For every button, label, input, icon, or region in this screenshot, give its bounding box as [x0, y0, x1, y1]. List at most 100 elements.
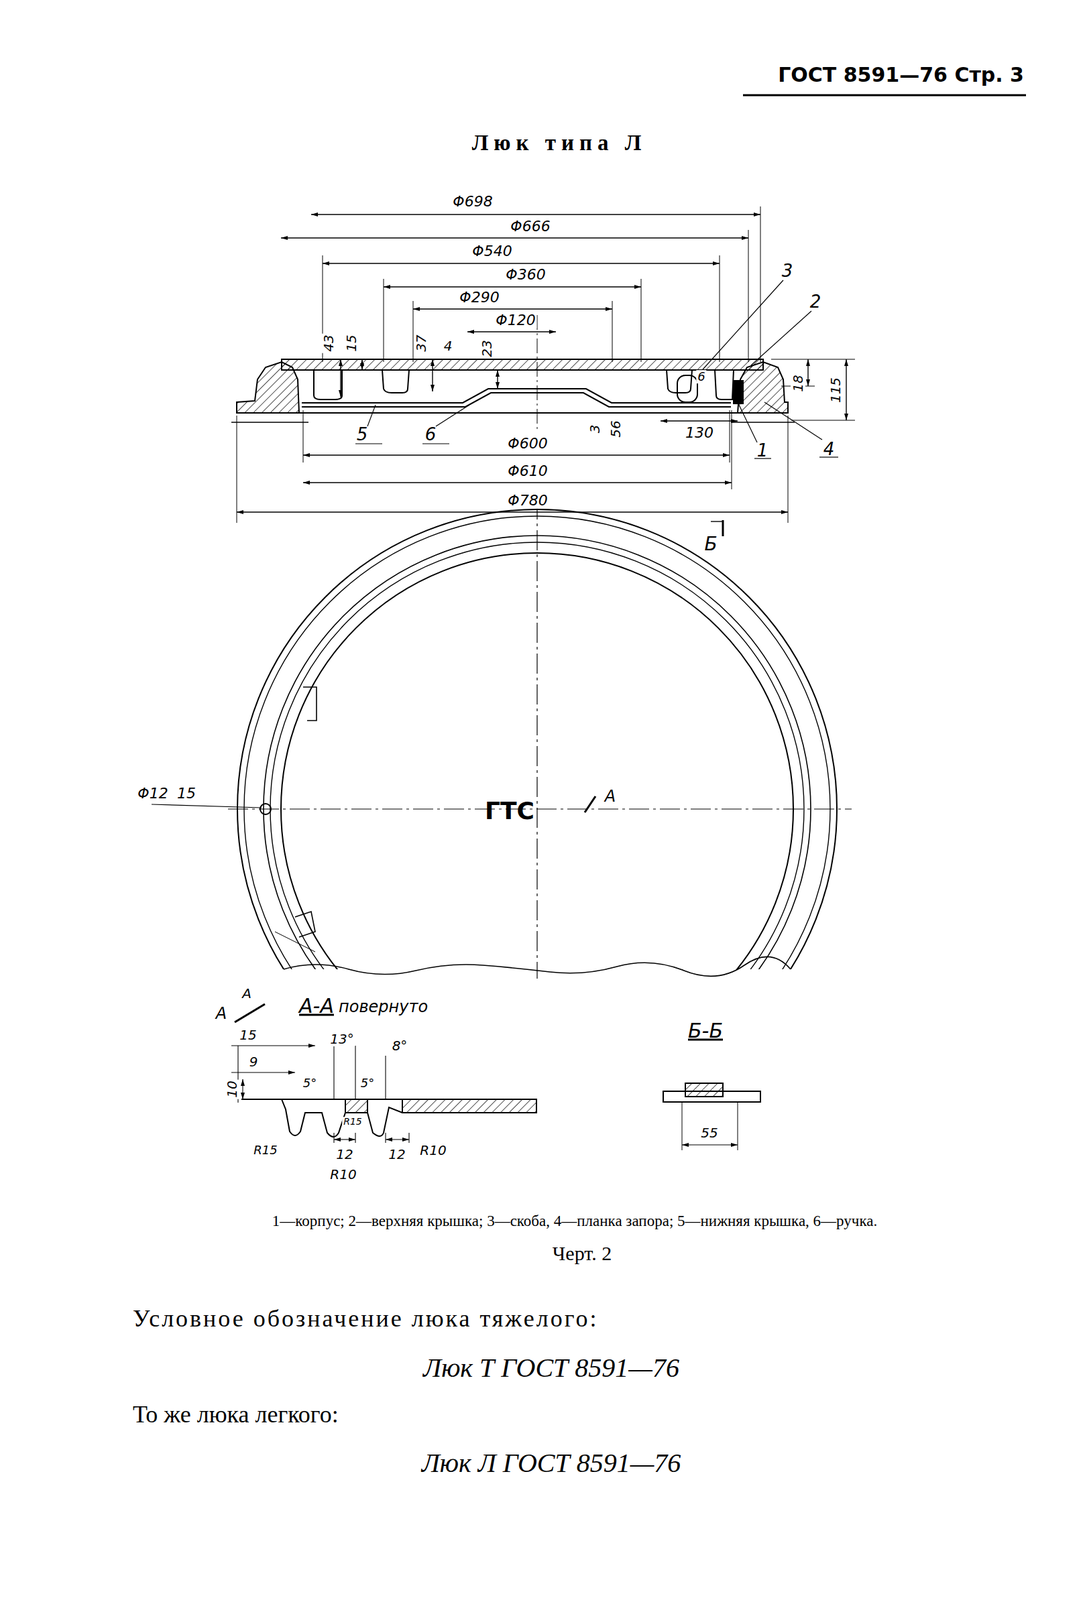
drawing-line [236, 511, 788, 513]
drawing-line [729, 410, 731, 463]
dimension-label: 15 [344, 333, 359, 353]
section-a-a [241, 1099, 537, 1138]
drawing-line [722, 520, 725, 537]
drawing-line [697, 280, 784, 376]
drawing-line [743, 94, 1026, 97]
callout-number: 5 [356, 425, 369, 445]
drawing-line [303, 454, 730, 456]
drawing-line [385, 1139, 410, 1140]
dimension-label: 6 [696, 370, 707, 384]
drawing-line [260, 804, 271, 815]
drawing-line [354, 1046, 356, 1100]
angle-label: 5° [359, 1076, 376, 1091]
drawing-line [227, 808, 852, 810]
drawing-line [737, 1103, 739, 1151]
callout-number: 1 [757, 441, 769, 461]
drawing-line [236, 415, 238, 524]
drawing-line [764, 402, 823, 440]
drawing-line [295, 911, 316, 938]
radius-label: R15 [252, 1144, 279, 1158]
drawing-line [151, 804, 262, 809]
drawing-line [666, 370, 693, 393]
drawing-line [236, 412, 788, 414]
section-letter: Б [704, 534, 717, 556]
casting-mark: ГТС [484, 797, 535, 825]
dimension-label: 55 [699, 1125, 719, 1141]
dimension-label: Φ698 [451, 193, 494, 210]
drawing-line [760, 206, 762, 363]
designation-note: То же люка легкого: [132, 1402, 339, 1430]
drawing-line [311, 213, 761, 215]
drawing-line [241, 1099, 282, 1101]
drawing-line [383, 286, 642, 288]
section-letter: А [242, 986, 252, 1002]
drawing-line [536, 499, 538, 980]
angle-label: 5° [301, 1076, 318, 1091]
dimension-label: Φ600 [506, 435, 549, 452]
drawing-line [660, 420, 738, 422]
dimension-label: 115 [828, 376, 843, 405]
drawing-line [413, 308, 613, 310]
drawing-line [787, 415, 789, 524]
dimension-label: 37 [413, 333, 429, 353]
section-letter: А [604, 787, 616, 806]
designation-note: Условное обозначение люка тяжелого: [132, 1306, 599, 1334]
drawing-title: Люк типа Л [472, 130, 648, 155]
angle-label: 13° [328, 1032, 355, 1047]
drawing-line [322, 262, 720, 264]
drawing-line [367, 405, 376, 427]
drawing-line [681, 1144, 738, 1146]
drawing-line [771, 359, 855, 361]
drawing-line [333, 1046, 334, 1100]
callout-number: 3 [781, 261, 794, 281]
dimension-label: 15 [238, 1028, 258, 1043]
drawing-line [435, 405, 470, 427]
drawing-line [354, 1133, 356, 1144]
drawing-line [467, 331, 556, 332]
drawing-line [303, 482, 732, 483]
drawing-line [710, 521, 723, 522]
parts-legend: 1—корпус; 2—верхняя крышка; 3—скоба, 4—п… [272, 1213, 878, 1230]
drawing-line [751, 311, 812, 366]
figure-caption: Черт. 2 [552, 1242, 612, 1265]
drawing-line [242, 1079, 243, 1100]
center-lines [151, 499, 852, 1023]
dimension-label: 130 [683, 425, 715, 442]
dimension-label: Φ610 [506, 463, 549, 480]
drawing-line [748, 230, 750, 363]
drawing-line [281, 359, 764, 371]
drawing-line [584, 796, 596, 813]
drawing-line [301, 392, 731, 408]
dimension-label: 15 [175, 785, 198, 803]
dimension-label: 3 [587, 423, 603, 436]
radius-label: R10 [418, 1143, 448, 1159]
dimension-label: Φ290 [458, 289, 501, 306]
drawing-line [714, 370, 734, 400]
callout-number: 2 [810, 292, 822, 312]
dimension-label: 12 [386, 1147, 407, 1163]
callout-number: 4 [823, 439, 835, 460]
drawing-line [231, 1072, 296, 1073]
drawing-line [234, 1004, 265, 1023]
drawing-line [384, 1133, 386, 1144]
drawing-line [333, 1133, 334, 1144]
drawing-line [791, 420, 855, 422]
dimension-label: Φ360 [504, 266, 547, 283]
dimension-label: Φ12 [136, 785, 169, 803]
drawing-line [231, 1045, 316, 1047]
drawing-line [274, 932, 316, 953]
drawing-line [402, 1099, 537, 1114]
drawing-line [382, 370, 410, 393]
dimension-label: 4 [442, 338, 454, 354]
drawing-line [677, 375, 698, 403]
radius-label: R10 [328, 1167, 358, 1183]
drawing-line [496, 370, 498, 389]
radius-label: R15 [341, 1117, 364, 1128]
dimension-label: Φ780 [506, 492, 549, 509]
drawing-line [303, 687, 317, 721]
page-header: ГОСТ 8591—76 Стр. 3 [777, 63, 1024, 86]
drawing-line [845, 359, 847, 421]
section-note: повернуто [338, 998, 428, 1016]
dimension-label: 56 [608, 419, 623, 439]
